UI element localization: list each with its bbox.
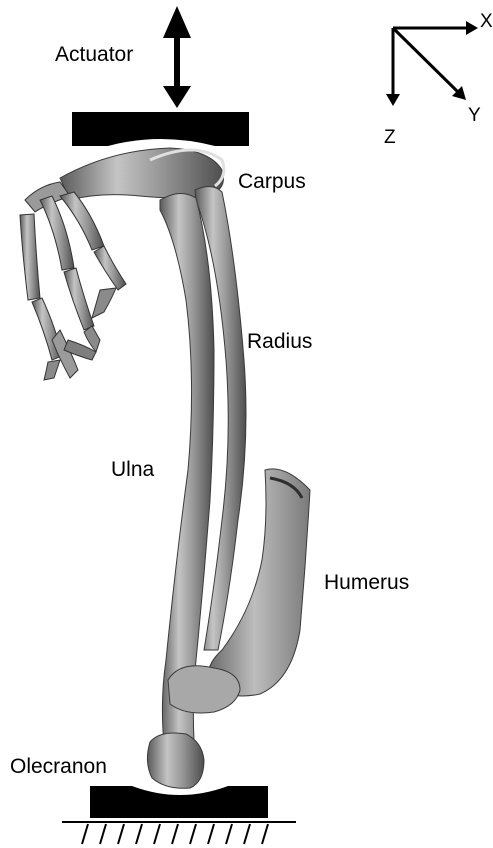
- digit-bone: [20, 214, 40, 300]
- olecranon-label: Olecranon: [10, 756, 107, 777]
- elbow-joint: [168, 666, 240, 713]
- digit-bone: [44, 360, 60, 380]
- ulna-bone: [160, 193, 214, 745]
- olecranon-bone: [147, 733, 204, 788]
- axis-x-label: X: [480, 12, 493, 31]
- ulna-label: Ulna: [111, 459, 154, 480]
- axis-y-label: Y: [468, 106, 481, 125]
- ground-hatching: [62, 822, 296, 844]
- humerus-label: Humerus: [324, 572, 409, 593]
- radius-label: Radius: [247, 331, 312, 352]
- actuator-arrow: [163, 6, 191, 108]
- actuator-label: Actuator: [55, 44, 133, 65]
- digit-bone: [92, 288, 116, 318]
- coordinate-axes: [386, 21, 478, 106]
- actuator-plate: [72, 112, 249, 146]
- axis-z-label: Z: [384, 128, 396, 147]
- support-plate: [90, 786, 268, 818]
- digit-bone: [94, 246, 126, 290]
- carpus-label: Carpus: [238, 171, 306, 192]
- digit-bone: [64, 268, 94, 330]
